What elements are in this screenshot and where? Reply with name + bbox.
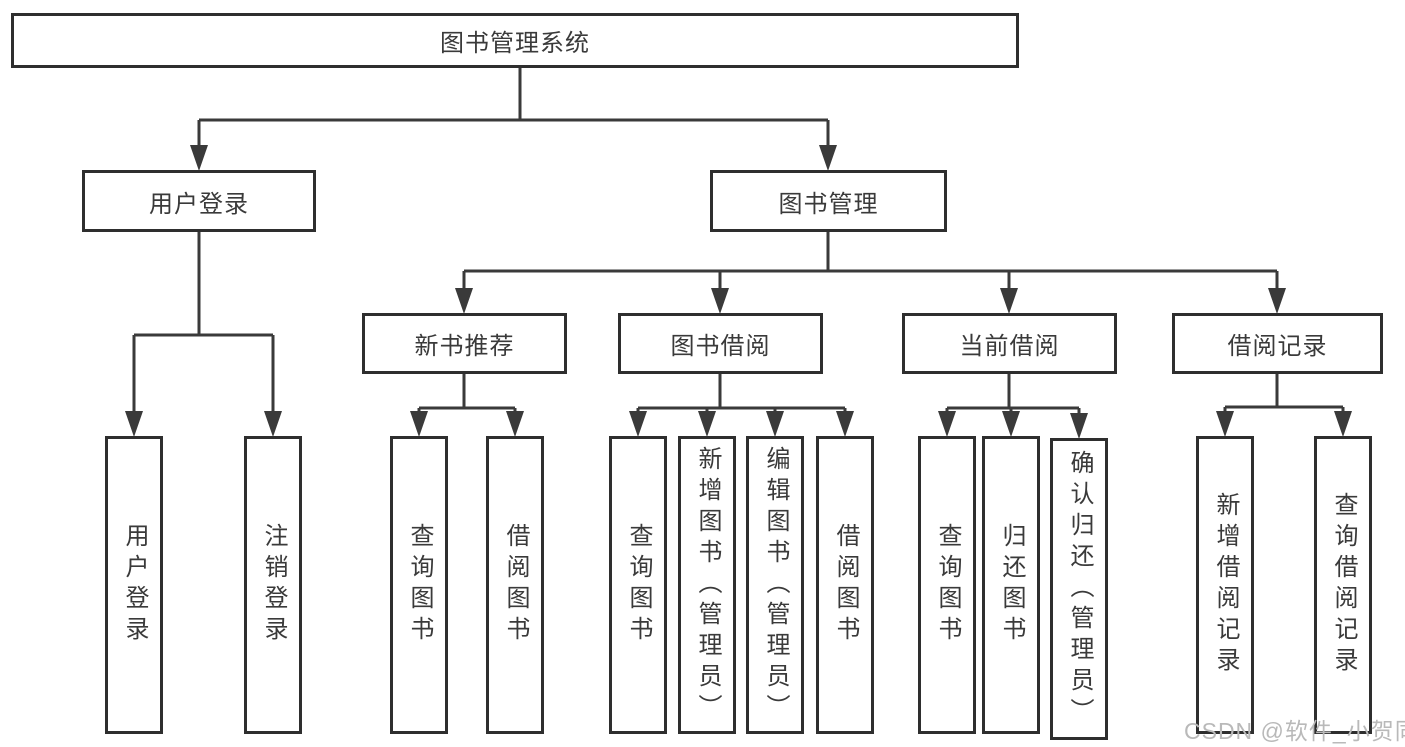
leaf-return-books: 归还图书 — [982, 436, 1040, 734]
leaf-add-book-admin: 新增图书（管理员） — [678, 436, 736, 734]
leaf-borrow-books-borrowing: 借阅图书 — [816, 436, 874, 734]
leaf-borrow-books-recommend: 借阅图书 — [486, 436, 544, 734]
node-current-borrowing: 当前借阅 — [902, 313, 1117, 374]
leaf-borrow-books-recommend-label: 借阅图书 — [502, 523, 529, 647]
leaf-user-login-label: 用户登录 — [121, 523, 148, 647]
leaf-confirm-return-admin-label: 确认归还（管理员） — [1066, 449, 1093, 729]
leaf-query-borrow-record-label: 查询借阅记录 — [1330, 492, 1357, 678]
leaf-logout-label: 注销登录 — [260, 523, 287, 647]
leaf-query-books-current: 查询图书 — [918, 436, 976, 734]
leaf-confirm-return-admin: 确认归还（管理员） — [1050, 438, 1108, 740]
leaf-query-borrow-record: 查询借阅记录 — [1314, 436, 1372, 734]
leaf-query-books-borrowing: 查询图书 — [609, 436, 667, 734]
leaf-edit-book-admin-label: 编辑图书（管理员） — [762, 445, 789, 725]
leaf-add-borrow-record: 新增借阅记录 — [1196, 436, 1254, 734]
node-library-system-root: 图书管理系统 — [11, 13, 1019, 68]
csdn-watermark: CSDN @软件_小贺同学 — [1184, 718, 1405, 744]
node-user-login: 用户登录 — [82, 170, 316, 232]
node-new-book-recommendation: 新书推荐 — [362, 313, 567, 374]
leaf-return-books-label: 归还图书 — [998, 523, 1025, 647]
node-book-management: 图书管理 — [710, 170, 947, 232]
node-borrowing-records: 借阅记录 — [1172, 313, 1383, 374]
leaf-query-books-recommend-label: 查询图书 — [406, 523, 433, 647]
leaf-edit-book-admin: 编辑图书（管理员） — [746, 436, 804, 734]
leaf-query-books-recommend: 查询图书 — [390, 436, 448, 734]
leaf-user-login: 用户登录 — [105, 436, 163, 734]
leaf-query-books-borrowing-label: 查询图书 — [625, 523, 652, 647]
node-book-borrowing: 图书借阅 — [618, 313, 823, 374]
leaf-add-borrow-record-label: 新增借阅记录 — [1212, 492, 1239, 678]
leaf-borrow-books-borrowing-label: 借阅图书 — [832, 523, 859, 647]
leaf-logout: 注销登录 — [244, 436, 302, 734]
leaf-query-books-current-label: 查询图书 — [934, 523, 961, 647]
leaf-add-book-admin-label: 新增图书（管理员） — [694, 445, 721, 725]
